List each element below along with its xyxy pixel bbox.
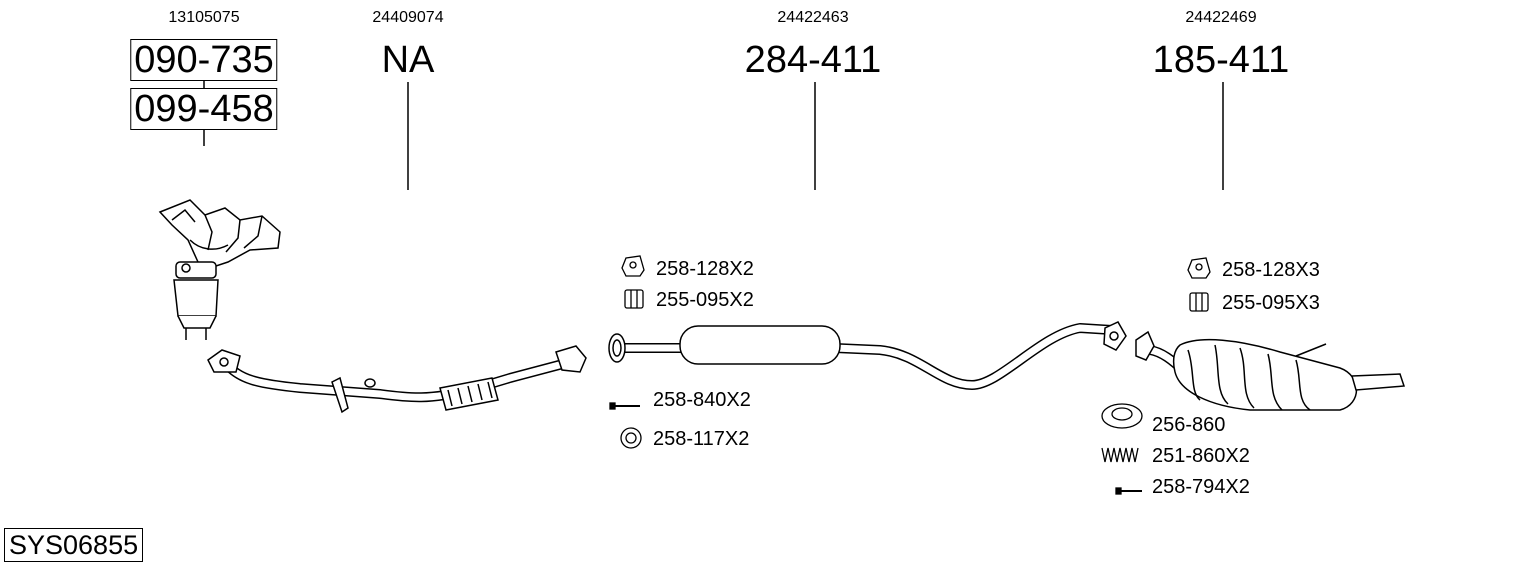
oe-number: 13105075 — [168, 9, 240, 26]
sealing-ring-icon — [1101, 403, 1143, 429]
accessory-label[interactable]: 255-095X3 — [1222, 292, 1320, 314]
accessory-label[interactable]: 256-860 — [1152, 414, 1226, 436]
accessory-label[interactable]: 258-128X3 — [1222, 259, 1320, 281]
part-number[interactable]: 284-411 — [744, 39, 882, 81]
accessory-label[interactable]: 258-840X2 — [653, 389, 751, 411]
oe-number: 24422469 — [1185, 9, 1257, 26]
part-number[interactable]: 185-411 — [1152, 39, 1290, 81]
spring-icon — [1101, 447, 1139, 463]
oe-number: 24409074 — [372, 9, 444, 26]
leader-lines — [203, 79, 1224, 190]
part-number[interactable]: 090-735 — [130, 39, 278, 81]
front-pipe-drawing — [207, 345, 587, 414]
accessory-label[interactable]: 258-128X2 — [656, 258, 754, 280]
accessory-label[interactable]: 255-095X2 — [656, 289, 754, 311]
manifold-catalyst-drawing — [158, 199, 281, 340]
part-number[interactable]: NA — [381, 39, 435, 81]
bolt-icon — [609, 402, 640, 410]
rubber-hanger-icon — [621, 255, 645, 277]
part-number[interactable]: 099-458 — [130, 88, 278, 130]
accessory-label[interactable]: 258-117X2 — [653, 428, 750, 450]
rear-silencer-drawing — [1135, 330, 1406, 411]
oe-number: 24422463 — [777, 9, 849, 26]
rubber-mount-icon — [624, 289, 644, 309]
accessory-label[interactable]: 251-860X2 — [1152, 445, 1250, 467]
rubber-mount-icon — [1189, 292, 1209, 312]
accessory-label[interactable]: 258-794X2 — [1152, 476, 1250, 498]
rubber-hanger-icon — [1187, 257, 1211, 279]
ring-gasket-icon — [620, 427, 642, 449]
system-code: SYS06855 — [4, 528, 144, 562]
bolt-icon — [1115, 487, 1142, 495]
middle-silencer-drawing — [608, 321, 1127, 390]
